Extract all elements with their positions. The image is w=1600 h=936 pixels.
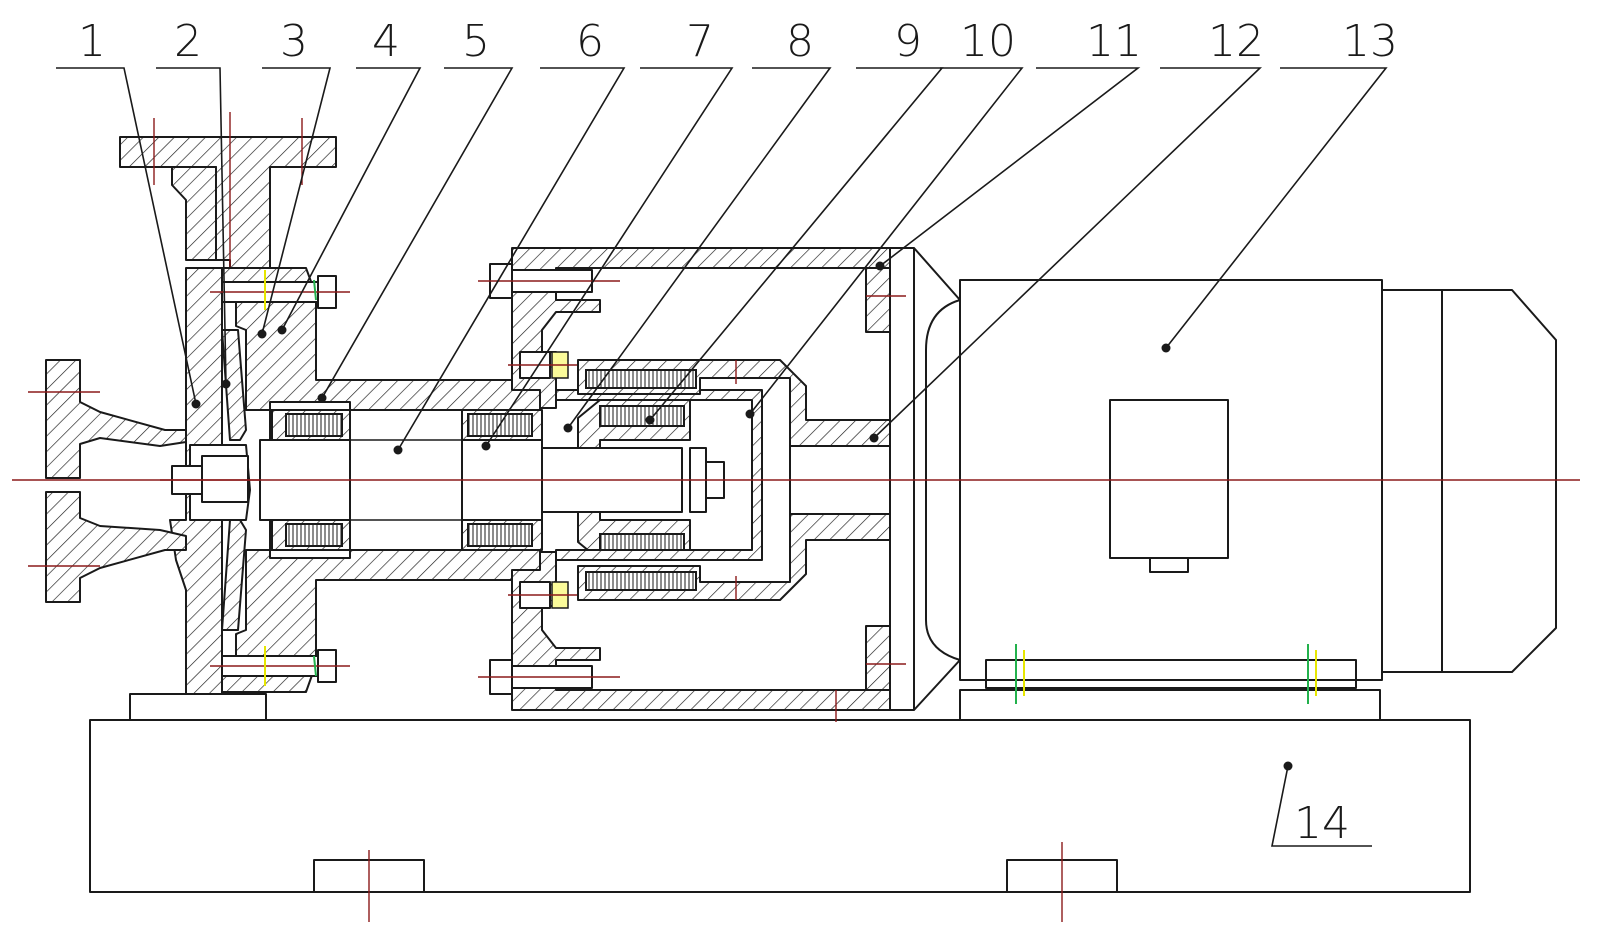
- callout-12: 12: [1208, 16, 1264, 67]
- callout-10: 10: [960, 16, 1016, 67]
- leader-lines: [56, 67, 1388, 847]
- callout-9: 9: [894, 16, 922, 67]
- callout-13: 13: [1342, 16, 1398, 67]
- callout-7: 7: [686, 16, 714, 67]
- callout-1: 1: [78, 16, 106, 67]
- motor: [925, 279, 1557, 704]
- callout-numbers: 1 2 3 4 5 6 7 8 9 10 11 12 13 14: [78, 16, 1398, 849]
- magnetic-coupling: [555, 359, 891, 601]
- casing-bolts: [210, 270, 350, 686]
- callout-4: 4: [372, 16, 400, 67]
- base-plate: [89, 689, 1471, 922]
- callout-6: 6: [576, 16, 604, 67]
- callout-8: 8: [786, 16, 814, 67]
- callout-2: 2: [174, 16, 202, 67]
- connection-frame: [478, 247, 961, 722]
- impeller: [160, 329, 262, 631]
- callout-5: 5: [462, 16, 490, 67]
- callout-14: 14: [1294, 798, 1350, 849]
- callout-3: 3: [280, 16, 308, 67]
- callout-11: 11: [1086, 16, 1142, 67]
